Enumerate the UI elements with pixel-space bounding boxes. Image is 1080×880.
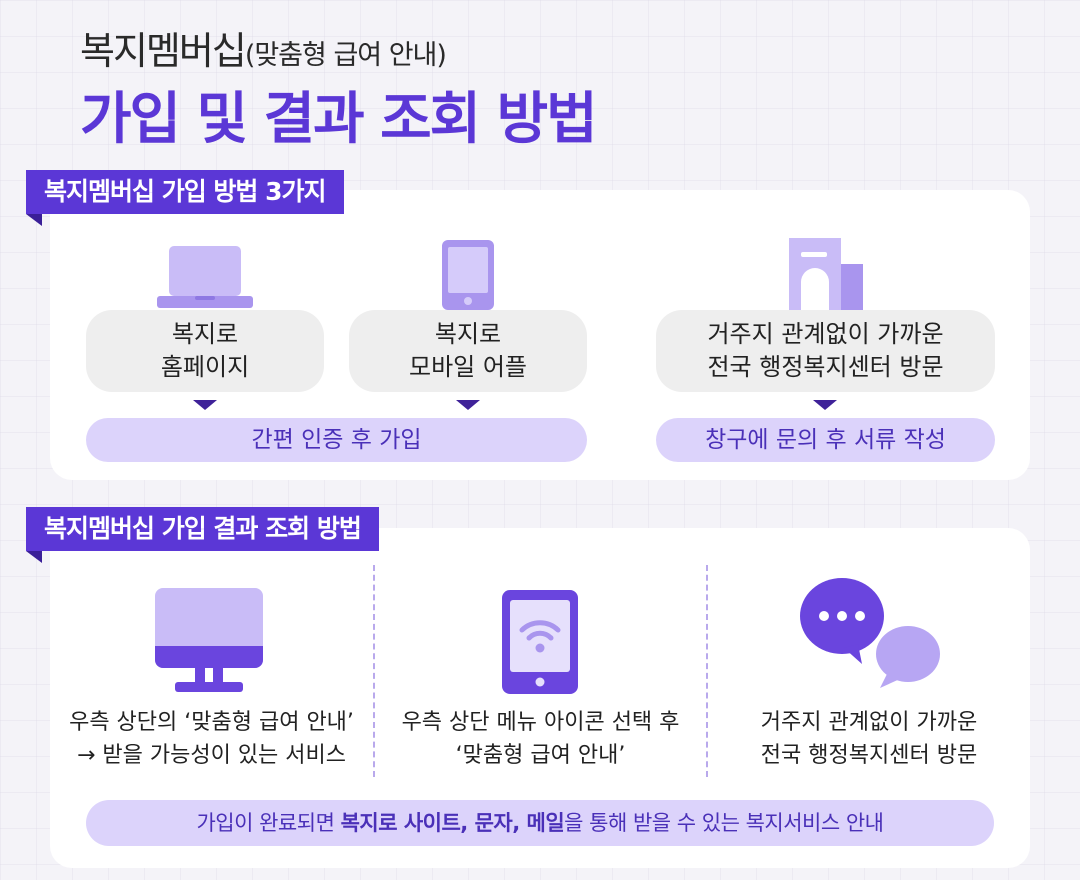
smartphone-icon: [442, 240, 494, 310]
arrow-down-icon: [456, 400, 480, 410]
section2-ribbon: 복지멤버십 가입 결과 조회 방법: [26, 507, 379, 563]
result-desc-mobile: 우측 상단 메뉴 아이콘 선택 후 ‘맞춤형 급여 안내’: [401, 710, 680, 768]
arrow-down-icon: [813, 400, 837, 410]
dashed-divider: [706, 565, 708, 777]
completion-notice: 가입이 완료되면 복지로 사이트, 문자, 메일을 통해 받을 수 있는 복지서…: [86, 800, 994, 846]
online-result-pill: 간편 인증 후 가입: [86, 418, 587, 462]
method-homepage: 복지로 홈페이지: [86, 310, 324, 392]
laptop-icon: [157, 246, 253, 308]
section1-ribbon: 복지멤버십 가입 방법 3가지: [26, 170, 344, 226]
chat-bubbles-icon: [800, 578, 940, 688]
method-center-visit: 거주지 관계없이 가까운 전국 행정복지센터 방문: [656, 310, 995, 392]
subtitle-paren: (맞춤형 급여 안내): [244, 40, 447, 71]
offline-result-pill: 창구에 문의 후 서류 작성: [656, 418, 995, 462]
arrow-down-icon: [193, 400, 217, 410]
building-icon: [789, 238, 863, 310]
method-mobile-app: 복지로 모바일 어플: [349, 310, 587, 392]
page-subtitle: 복지멤버십(맞춤형 급여 안내): [80, 29, 447, 73]
result-desc-homepage: 우측 상단의 ‘맞춤형 급여 안내’ → 받을 가능성이 있는 서비스: [69, 710, 354, 768]
mobile-wifi-icon: [502, 590, 578, 694]
monitor-icon: [155, 588, 263, 692]
dashed-divider: [373, 565, 375, 777]
page-title: 가입 및 결과 조회 방법: [80, 87, 598, 152]
result-desc-center: 거주지 관계없이 가까운 전국 행정복지센터 방문: [760, 710, 978, 768]
